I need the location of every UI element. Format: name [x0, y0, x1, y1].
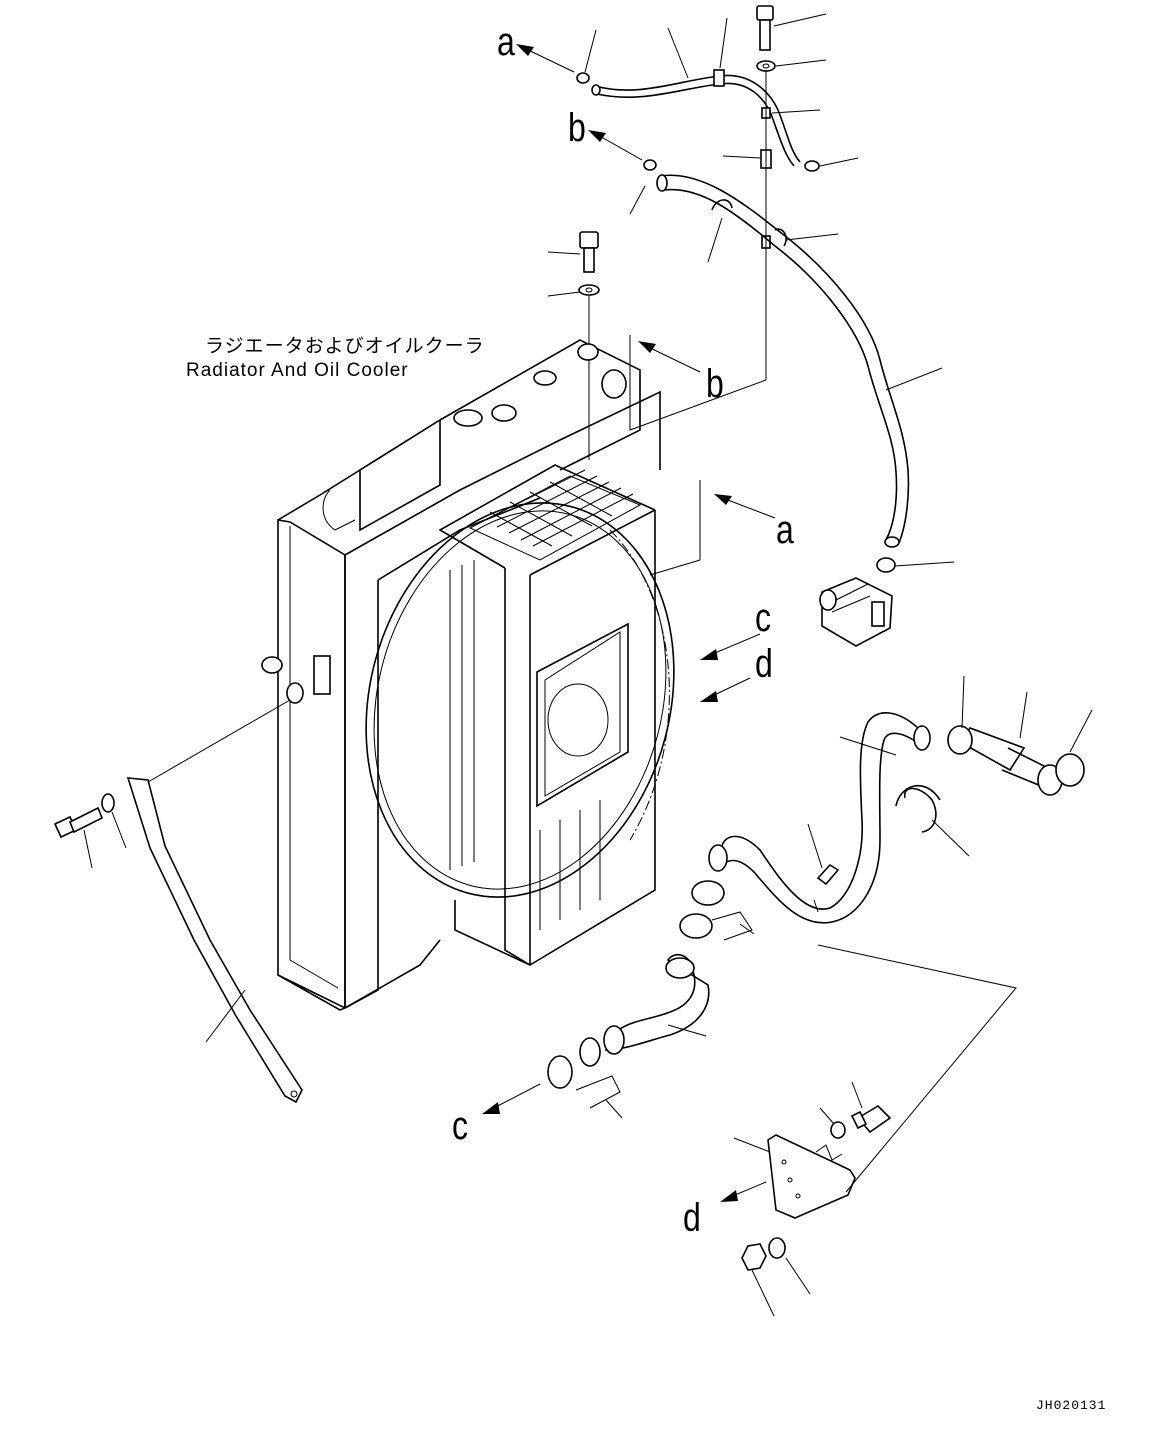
- radiator-and-oil-cooler-body: [261, 339, 675, 1011]
- reference-letter-b-mid: b: [706, 362, 724, 406]
- bottom-bracket-assembly: [733, 1081, 892, 1317]
- reference-letter-d-bottom: d: [683, 1196, 701, 1240]
- caption-japanese: ラジエータおよびオイルクーラ: [205, 336, 485, 357]
- reference-letter-c-right: c: [755, 596, 771, 640]
- reference-letter-b-top: b: [568, 106, 586, 150]
- reference-letter-c-bottom: c: [452, 1104, 468, 1148]
- overflow-hose-assembly: [576, 5, 910, 573]
- reference-letter-a-top: a: [497, 20, 515, 64]
- reservoir-bracket-part: [819, 577, 893, 647]
- drawing-code: JH020131: [1036, 1398, 1107, 1413]
- caption-english: Radiator And Oil Cooler: [186, 360, 409, 381]
- coolant-hose-assembly: [547, 712, 1085, 1109]
- leader-lines-top: [547, 13, 955, 567]
- reference-letter-d-right: d: [755, 642, 773, 686]
- reference-arrows-top: [516, 44, 776, 576]
- reference-letter-a-right: a: [776, 508, 794, 552]
- stay-rod: [53, 699, 303, 1104]
- leader-lines-middle: [482, 633, 1093, 1202]
